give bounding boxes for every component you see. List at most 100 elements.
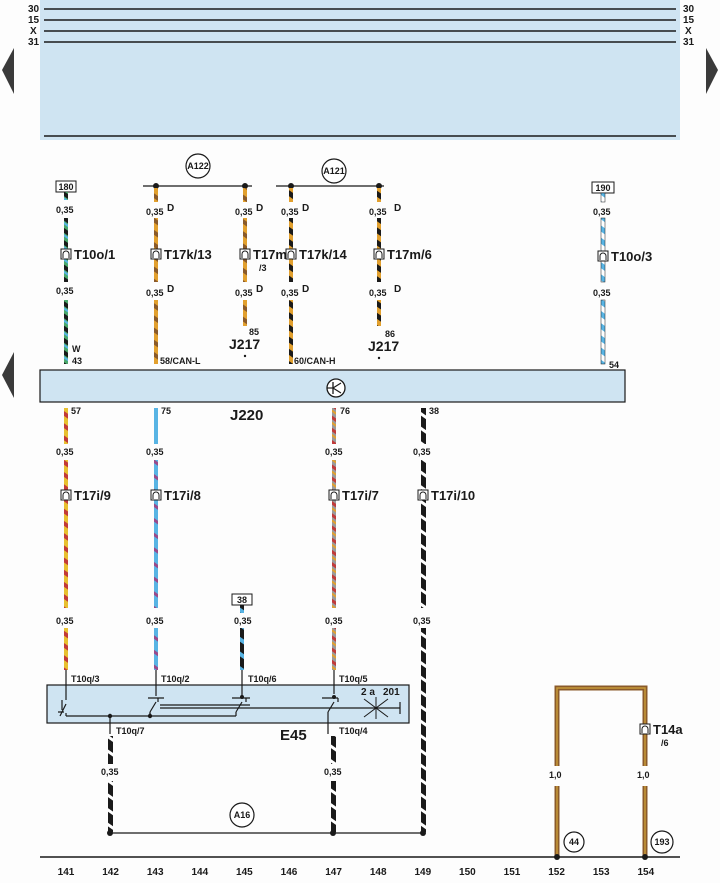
wire-size: 0,35 <box>234 616 252 626</box>
pin-label: 60/CAN-H <box>294 356 336 366</box>
column-number: 148 <box>370 867 387 878</box>
component-label: J217 <box>229 336 260 352</box>
connector-label: T10o/3 <box>611 249 652 264</box>
column-number: 154 <box>637 867 654 878</box>
wire-segment <box>64 460 68 608</box>
ground-label: 193 <box>654 837 669 847</box>
prev-section-arrow-icon[interactable] <box>2 352 14 398</box>
splice-node <box>242 183 248 189</box>
top-panel <box>40 0 680 140</box>
reference-label: 180 <box>58 182 73 192</box>
wire-segment <box>243 188 247 202</box>
splice-node <box>153 183 159 189</box>
ground-label: 44 <box>569 837 579 847</box>
wire-size: 0,35 <box>101 767 119 777</box>
splice-a16 <box>229 802 255 828</box>
wire-size: 0,35 <box>593 207 611 217</box>
wire-segment <box>64 300 68 364</box>
wire-segment <box>600 299 606 365</box>
wire-size: 0,35 <box>281 288 299 298</box>
connector-icon <box>60 489 72 501</box>
module-label: J220 <box>230 407 263 424</box>
splice-node <box>107 830 113 836</box>
wire-segment <box>154 628 158 670</box>
wire-segment <box>332 628 336 670</box>
connector-icon <box>597 250 609 262</box>
wire-size: 0,35 <box>146 447 164 457</box>
wire-size: 0,35 <box>413 447 431 457</box>
wire-size: 0,35 <box>593 288 611 298</box>
pin-label: 86 <box>385 329 395 339</box>
wire-segment <box>377 188 381 202</box>
wire-size: 0,35 <box>235 207 253 217</box>
next-page-arrow-icon[interactable] <box>706 48 718 94</box>
pin-label: T10q/5 <box>339 674 368 684</box>
connector-label: T17i/7 <box>342 488 379 503</box>
bus-labels-right: 30 15 X 31 <box>683 4 695 48</box>
component-label: J217 <box>368 338 399 354</box>
wire-segment <box>240 628 244 670</box>
wire-size: 0,35 <box>325 616 343 626</box>
wire-size: 0,35 <box>281 207 299 217</box>
pin-label: 75 <box>161 406 171 416</box>
bus-label: X <box>685 26 692 37</box>
wire-segment <box>421 628 426 832</box>
bus-label: 31 <box>683 37 695 48</box>
wire-segment <box>421 408 426 444</box>
connector-icon <box>417 489 429 501</box>
transistor-icon <box>326 378 346 398</box>
column-number: 152 <box>548 867 565 878</box>
ground-loop-wire-core <box>556 687 646 856</box>
pin-label: T10q/2 <box>161 674 190 684</box>
splice-node <box>288 183 294 189</box>
wire-segment <box>64 408 68 444</box>
pin-label: T10q/6 <box>248 674 277 684</box>
splice-a122 <box>185 153 211 179</box>
bus-label: 30 <box>683 4 695 15</box>
wire-size: 0,35 <box>146 207 164 217</box>
marker-dot <box>377 356 381 360</box>
bus-label: 31 <box>28 37 40 48</box>
switch-node <box>240 695 244 699</box>
wire-size: 0,35 <box>56 286 74 296</box>
wire-segment <box>600 192 606 203</box>
wire-size: 0,35 <box>146 288 164 298</box>
wire-segment <box>331 781 336 832</box>
wire-segment <box>108 781 113 832</box>
wire-segment <box>108 736 113 764</box>
prev-page-arrow-icon[interactable] <box>2 48 14 94</box>
wire-size: 0,35 <box>369 207 387 217</box>
wire-segment <box>331 736 336 764</box>
marker-dot <box>243 354 247 358</box>
pin-label: 57 <box>71 406 81 416</box>
column-number: 144 <box>191 867 208 878</box>
pin-label: T10q/4 <box>339 726 368 736</box>
wire-size: 0,35 <box>235 288 253 298</box>
label-gap <box>548 766 568 786</box>
column-number: 151 <box>504 867 521 878</box>
connector-label: T17i/10 <box>431 488 475 503</box>
wire-segment <box>421 460 426 608</box>
connector-icon <box>328 489 340 501</box>
ground-node <box>554 854 560 860</box>
connector-label: T17m/6 <box>387 247 432 262</box>
switch-e45 <box>46 684 410 724</box>
column-number: 141 <box>58 867 75 878</box>
connector-icon <box>150 489 162 501</box>
wire-segment <box>332 408 336 444</box>
column-number: 143 <box>147 867 164 878</box>
bus-label: 15 <box>28 15 40 26</box>
wire-suffix: D <box>167 284 174 295</box>
connector-icon <box>285 248 297 260</box>
wire-segment <box>600 217 606 283</box>
connector-icon <box>373 248 385 260</box>
connector-sublabel: /6 <box>661 738 669 748</box>
splice-label: A121 <box>323 166 345 176</box>
wire-size: 0,35 <box>56 447 74 457</box>
ground-point-193 <box>650 830 674 854</box>
wire-suffix: D <box>167 203 174 214</box>
wire-size: 1,0 <box>637 770 650 780</box>
wire-segment <box>240 605 244 613</box>
wire-segment <box>64 628 68 670</box>
